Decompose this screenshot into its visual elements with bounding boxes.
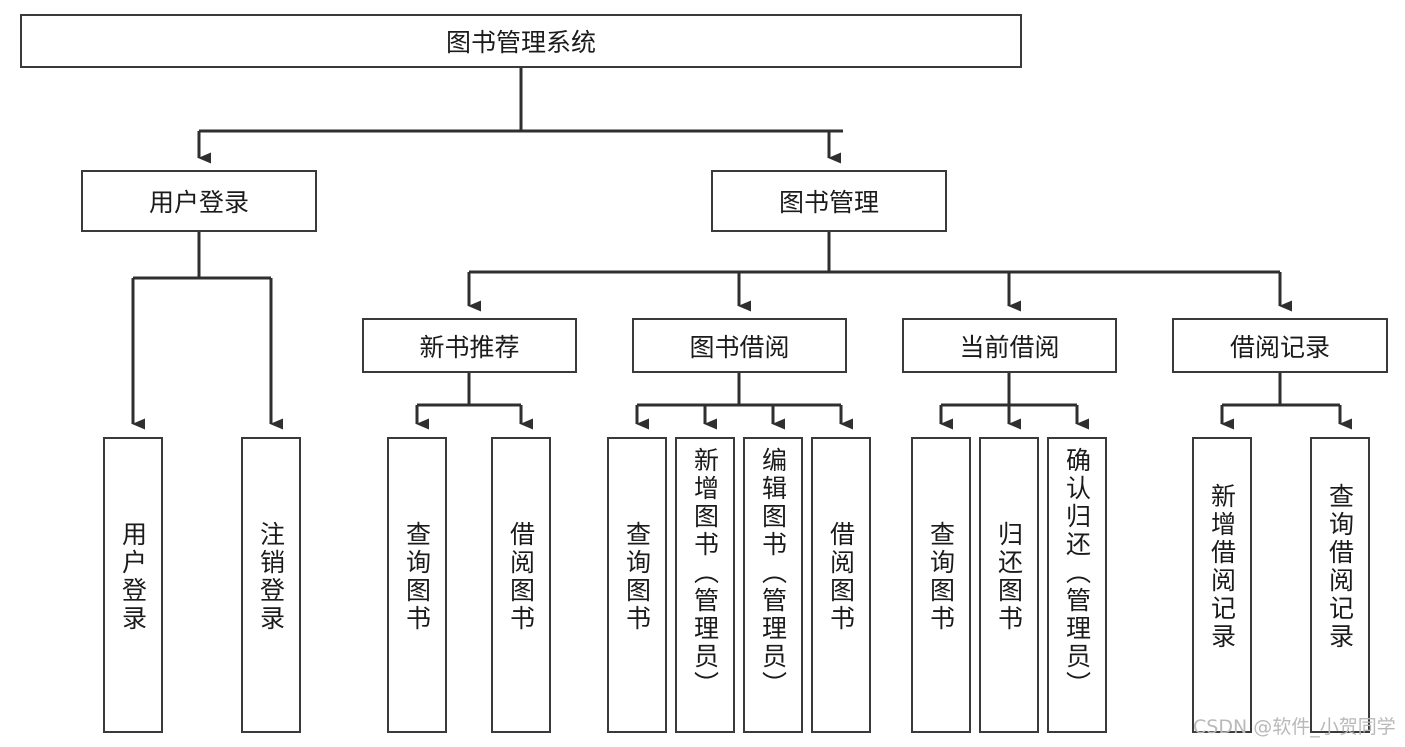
node-new-book-recommendation[interactable]: 新书推荐 <box>362 318 577 373</box>
node-label: 编辑图书（管理员） <box>758 447 788 699</box>
node-label: 查询图书 <box>622 521 652 633</box>
leaf-query-books-current[interactable]: 查询图书 <box>911 437 971 733</box>
node-label: 新增借阅记录 <box>1207 483 1237 651</box>
leaf-confirm-return-admin[interactable]: 确认归还（管理员） <box>1047 437 1107 733</box>
node-book-borrowing[interactable]: 图书借阅 <box>632 318 847 373</box>
node-label: 查询图书 <box>926 521 956 633</box>
leaf-query-books-borrow[interactable]: 查询图书 <box>607 437 667 733</box>
node-user-login[interactable]: 用户登录 <box>81 170 317 232</box>
leaf-query-borrow-record[interactable]: 查询借阅记录 <box>1310 437 1370 733</box>
node-label: 查询图书 <box>402 521 432 633</box>
node-label: 用户登录 <box>118 521 148 633</box>
leaf-borrow-books[interactable]: 借阅图书 <box>811 437 871 733</box>
node-label: 图书借阅 <box>689 332 790 362</box>
node-label: 当前借阅 <box>959 332 1060 362</box>
node-label: 归还图书 <box>994 521 1024 633</box>
leaf-query-books-recommend[interactable]: 查询图书 <box>387 437 447 733</box>
node-book-management[interactable]: 图书管理 <box>711 170 947 232</box>
node-label: 新增图书（管理员） <box>690 447 720 699</box>
leaf-user-login[interactable]: 用户登录 <box>103 437 163 733</box>
node-current-borrowing[interactable]: 当前借阅 <box>902 318 1117 373</box>
node-borrowing-records[interactable]: 借阅记录 <box>1172 318 1388 373</box>
leaf-add-borrow-record[interactable]: 新增借阅记录 <box>1192 437 1252 733</box>
node-label: 查询借阅记录 <box>1325 483 1355 651</box>
csdn-watermark: CSDN @软件_小贺同学 <box>1193 716 1396 738</box>
node-label: 图书管理 <box>778 188 879 217</box>
node-label: 注销登录 <box>256 521 286 633</box>
node-label: 确认归还（管理员） <box>1062 447 1092 699</box>
node-label: 用户登录 <box>148 188 249 217</box>
node-label: 新书推荐 <box>419 332 520 362</box>
leaf-logout[interactable]: 注销登录 <box>241 437 301 733</box>
leaf-edit-book-admin[interactable]: 编辑图书（管理员） <box>743 437 803 733</box>
node-root-book-management-system[interactable]: 图书管理系统 <box>20 14 1022 68</box>
node-label: 借阅记录 <box>1229 332 1330 362</box>
node-label: 图书管理系统 <box>445 28 596 57</box>
leaf-return-books[interactable]: 归还图书 <box>979 437 1039 733</box>
leaf-borrow-books-recommend[interactable]: 借阅图书 <box>491 437 551 733</box>
node-label: 借阅图书 <box>506 521 536 633</box>
leaf-add-book-admin[interactable]: 新增图书（管理员） <box>675 437 735 733</box>
node-label: 借阅图书 <box>826 521 856 633</box>
